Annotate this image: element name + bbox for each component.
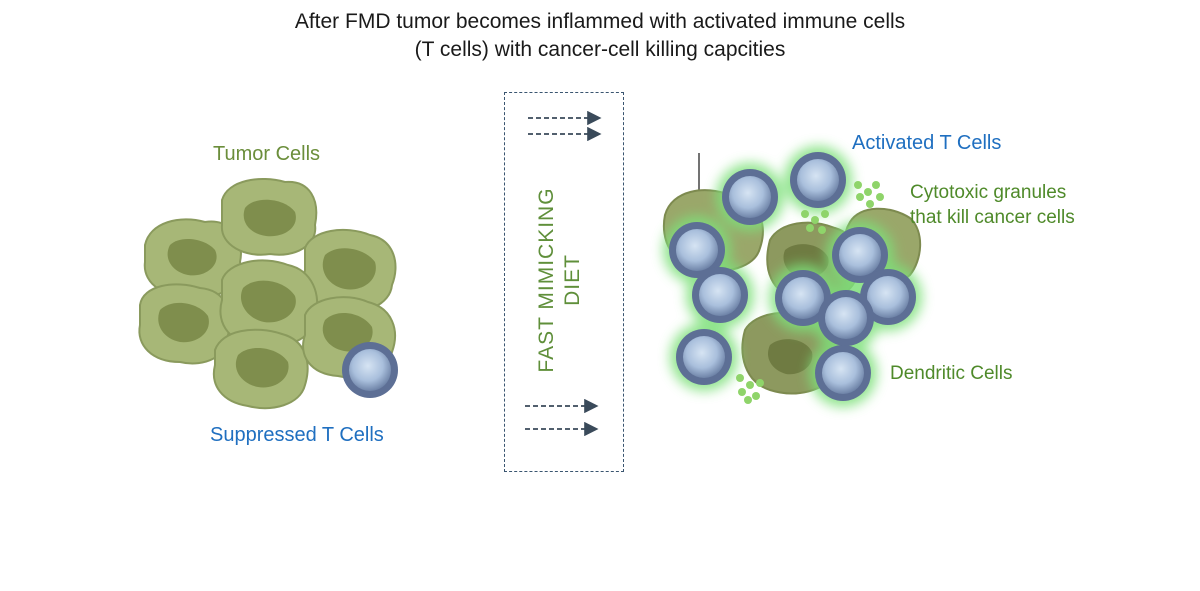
cytotoxic-granules-label-line-2: that kill cancer cells <box>910 207 1075 228</box>
activated-t-cell <box>692 267 748 323</box>
tumor-cell <box>143 218 242 298</box>
diet-box <box>504 92 624 472</box>
activated-t-cell <box>818 290 874 346</box>
cytotoxic-granules-label-line-1: Cytotoxic granules <box>910 182 1067 203</box>
tumor-cell-cluster <box>138 178 397 410</box>
diagram-title-line-1: After FMD tumor becomes inflammed with a… <box>294 10 906 33</box>
activated-t-cell <box>676 329 732 385</box>
cytotoxic-granules <box>736 181 884 404</box>
activated-t-cell <box>790 152 846 208</box>
diet-label-line-1: FAST MIMICKING <box>535 187 558 373</box>
activated-t-cell <box>775 270 831 326</box>
tumor-cell <box>302 228 397 313</box>
tumor-cell <box>220 178 318 256</box>
dashed-arrows-top <box>528 110 602 142</box>
diet-label-line-2: DIET <box>561 254 584 306</box>
suppressed-t-cell <box>342 342 398 398</box>
tumor-cells-label: Tumor Cells <box>213 143 321 165</box>
activated-t-cell <box>722 169 778 225</box>
dashed-arrows-bottom <box>525 398 599 437</box>
diet-label: FAST MIMICKING DIET <box>534 187 586 372</box>
diagram-title-line-2: (T cells) with cancer-cell killing capci… <box>414 38 786 61</box>
suppressed-t-cells-label: Suppressed T Cells <box>210 424 384 446</box>
activated-t-cell <box>815 345 871 401</box>
activated-t-cell <box>860 269 916 325</box>
activated-t-cells <box>669 152 916 401</box>
activated-t-cell <box>832 227 888 283</box>
activated-t-cells-label: Activated T Cells <box>852 132 1002 154</box>
dendritic-cells-label: Dendritic Cells <box>890 363 1013 384</box>
tumor-cell <box>212 328 309 410</box>
activated-t-cell <box>669 222 725 278</box>
tumor-cell <box>138 283 232 365</box>
